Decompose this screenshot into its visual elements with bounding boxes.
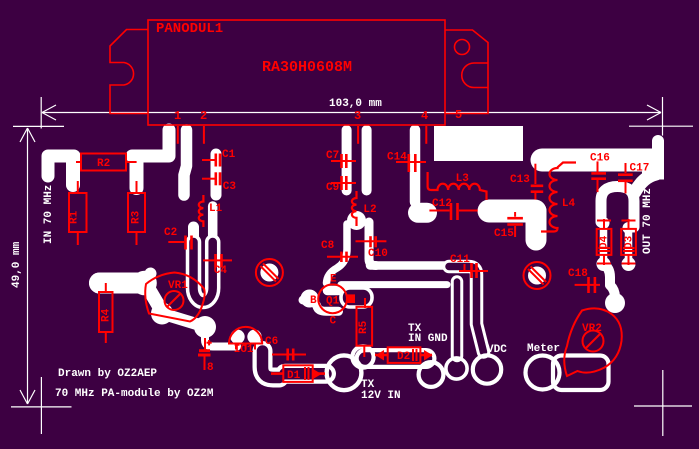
svg-text:R2: R2	[97, 158, 110, 170]
svg-text:B: B	[310, 295, 317, 307]
svg-text:Meter: Meter	[527, 343, 560, 355]
svg-text:L2: L2	[363, 204, 376, 216]
svg-text:C: C	[330, 316, 337, 328]
svg-text:C15: C15	[494, 228, 514, 240]
svg-text:C9: C9	[326, 182, 339, 194]
svg-text:PANODUL1: PANODUL1	[156, 21, 223, 37]
svg-text:2: 2	[200, 109, 207, 123]
svg-text:C3: C3	[223, 181, 237, 193]
svg-text:L3: L3	[456, 173, 470, 185]
svg-text:TX: TX	[408, 323, 422, 335]
svg-text:IN 70 MHz: IN 70 MHz	[43, 185, 55, 244]
svg-text:R4: R4	[101, 308, 113, 322]
svg-text:49,0 mm: 49,0 mm	[11, 241, 23, 288]
svg-text:VR1: VR1	[168, 280, 188, 292]
svg-text:L1: L1	[209, 203, 223, 215]
svg-text:70 MHz PA-module by OZ2M: 70 MHz PA-module by OZ2M	[55, 388, 214, 400]
svg-text:L4: L4	[562, 198, 576, 210]
svg-text:R1: R1	[69, 210, 81, 224]
svg-text:IC1: IC1	[234, 344, 254, 356]
svg-text:C12: C12	[432, 198, 452, 210]
svg-text:4: 4	[421, 109, 428, 123]
svg-text:C18: C18	[568, 268, 588, 280]
svg-text:Q1: Q1	[326, 296, 340, 308]
svg-text:C6: C6	[265, 336, 278, 348]
svg-text:TX: TX	[361, 379, 375, 391]
svg-text:E: E	[330, 274, 337, 286]
svg-text:C1: C1	[222, 149, 236, 161]
svg-text:R3: R3	[131, 210, 143, 224]
svg-text:1: 1	[174, 109, 181, 123]
svg-text:D1: D1	[287, 370, 301, 382]
svg-text:Drawn by OZ2AEP: Drawn by OZ2AEP	[58, 368, 157, 380]
svg-text:D2: D2	[397, 351, 410, 363]
svg-text:VR2: VR2	[582, 323, 602, 335]
svg-text:103,0 mm: 103,0 mm	[329, 98, 382, 110]
svg-text:C8: C8	[321, 240, 335, 252]
svg-text:RA30H0608M: RA30H0608M	[262, 59, 352, 76]
svg-text:3: 3	[354, 109, 361, 123]
svg-text:OUT 70 MHz: OUT 70 MHz	[642, 188, 654, 254]
svg-text:C13: C13	[510, 174, 530, 186]
svg-text:5: 5	[455, 108, 462, 122]
svg-text:D3: D3	[624, 235, 636, 249]
svg-text:C14: C14	[387, 152, 407, 164]
svg-text:R5: R5	[358, 320, 370, 334]
svg-text:C10: C10	[368, 248, 388, 260]
svg-text:D4: D4	[599, 235, 611, 249]
svg-text:C2: C2	[164, 227, 177, 239]
svg-text:C7: C7	[326, 150, 339, 162]
svg-text:VDC: VDC	[487, 344, 507, 356]
svg-text:C4: C4	[214, 265, 228, 277]
svg-text:C17: C17	[630, 163, 650, 175]
svg-text:C16: C16	[590, 153, 610, 165]
svg-text:12V IN: 12V IN	[361, 390, 401, 402]
svg-text:IN GND: IN GND	[408, 333, 448, 345]
svg-text:8: 8	[207, 362, 214, 374]
svg-text:C11: C11	[450, 254, 470, 266]
